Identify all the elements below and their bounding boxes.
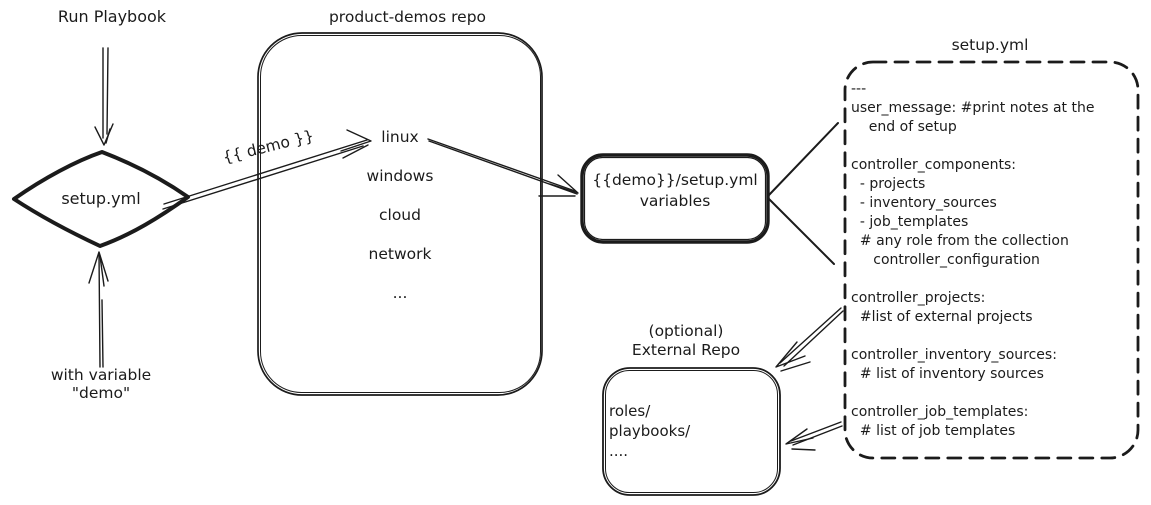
yaml-line: controller_configuration [851, 252, 1040, 268]
with-variable-note: with variable "demo" [26, 366, 176, 402]
yaml-line: --- [851, 81, 867, 97]
external-repo-line: .... [609, 442, 629, 460]
run-playbook-label: Run Playbook [57, 7, 167, 26]
yaml-line: - inventory_sources [851, 195, 997, 211]
setup-yml-file-box [843, 60, 1140, 460]
with-variable-note-line2: "demo" [71, 384, 131, 402]
yaml-line: #list of external projects [851, 309, 1033, 325]
arrow-job-templates-to-external-repo [785, 421, 843, 451]
variables-to-file-fan-lines [768, 122, 839, 265]
repo-item-windows: windows [366, 167, 434, 185]
yaml-line: end of setup [851, 119, 957, 135]
variables-box-label-line1: {{demo}}/setup.yml [592, 171, 758, 189]
repo-item-cloud: cloud [379, 206, 421, 224]
variables-box-label: {{demo}}/setup.yml variables [592, 170, 758, 212]
yaml-line: # list of job templates [851, 423, 1016, 439]
setup-yml-file-title: setup.yml [951, 36, 1029, 54]
product-demos-repo-items: linux windows cloud network ... [340, 129, 460, 301]
yaml-line: controller_inventory_sources: [851, 347, 1057, 363]
yaml-line: controller_job_templates: [851, 404, 1029, 420]
external-repo-title-line2: External Repo [631, 341, 741, 359]
arrow-linux-to-variables [427, 138, 579, 197]
arrow-with-variable-to-setup [88, 251, 109, 368]
with-variable-note-line1: with variable [50, 366, 152, 384]
yaml-line [851, 327, 1139, 346]
external-repo-box [602, 367, 781, 496]
yaml-line [851, 384, 1139, 403]
yaml-line: user_message: #print notes at the [851, 100, 1095, 116]
external-repo-title-line1: (optional) [648, 322, 724, 340]
repo-item-network: network [368, 245, 432, 263]
repo-item-ellipsis: ... [392, 284, 408, 302]
product-demos-repo-title: product-demos repo [328, 8, 487, 26]
yaml-line [851, 137, 1139, 156]
yaml-line: - job_templates [851, 214, 969, 230]
arrow-projects-to-external-repo [775, 307, 844, 372]
setup-yml-file-contents: --- user_message: #print notes at the en… [851, 80, 1139, 441]
arrow-run-playbook-to-setup [94, 47, 114, 146]
variables-box-shape [580, 153, 770, 244]
external-repo-contents: roles/ playbooks/ .... [609, 401, 769, 461]
arrow-demo-to-linux [162, 129, 372, 210]
repo-item-linux: linux [381, 128, 419, 146]
yaml-line: # any role from the collection [851, 233, 1069, 249]
external-repo-line: playbooks/ [609, 422, 691, 440]
product-demos-repo-box [257, 32, 543, 396]
yaml-line: controller_components: [851, 157, 1016, 173]
yaml-line: # list of inventory sources [851, 366, 1044, 382]
yaml-line: controller_projects: [851, 290, 986, 306]
yaml-line [851, 270, 1139, 289]
external-repo-line: roles/ [609, 402, 651, 420]
variables-box-label-line2: variables [639, 192, 711, 210]
external-repo-title: (optional) External Repo [606, 322, 766, 360]
setup-diamond-label: setup.yml [61, 189, 141, 208]
yaml-line: - projects [851, 176, 926, 192]
